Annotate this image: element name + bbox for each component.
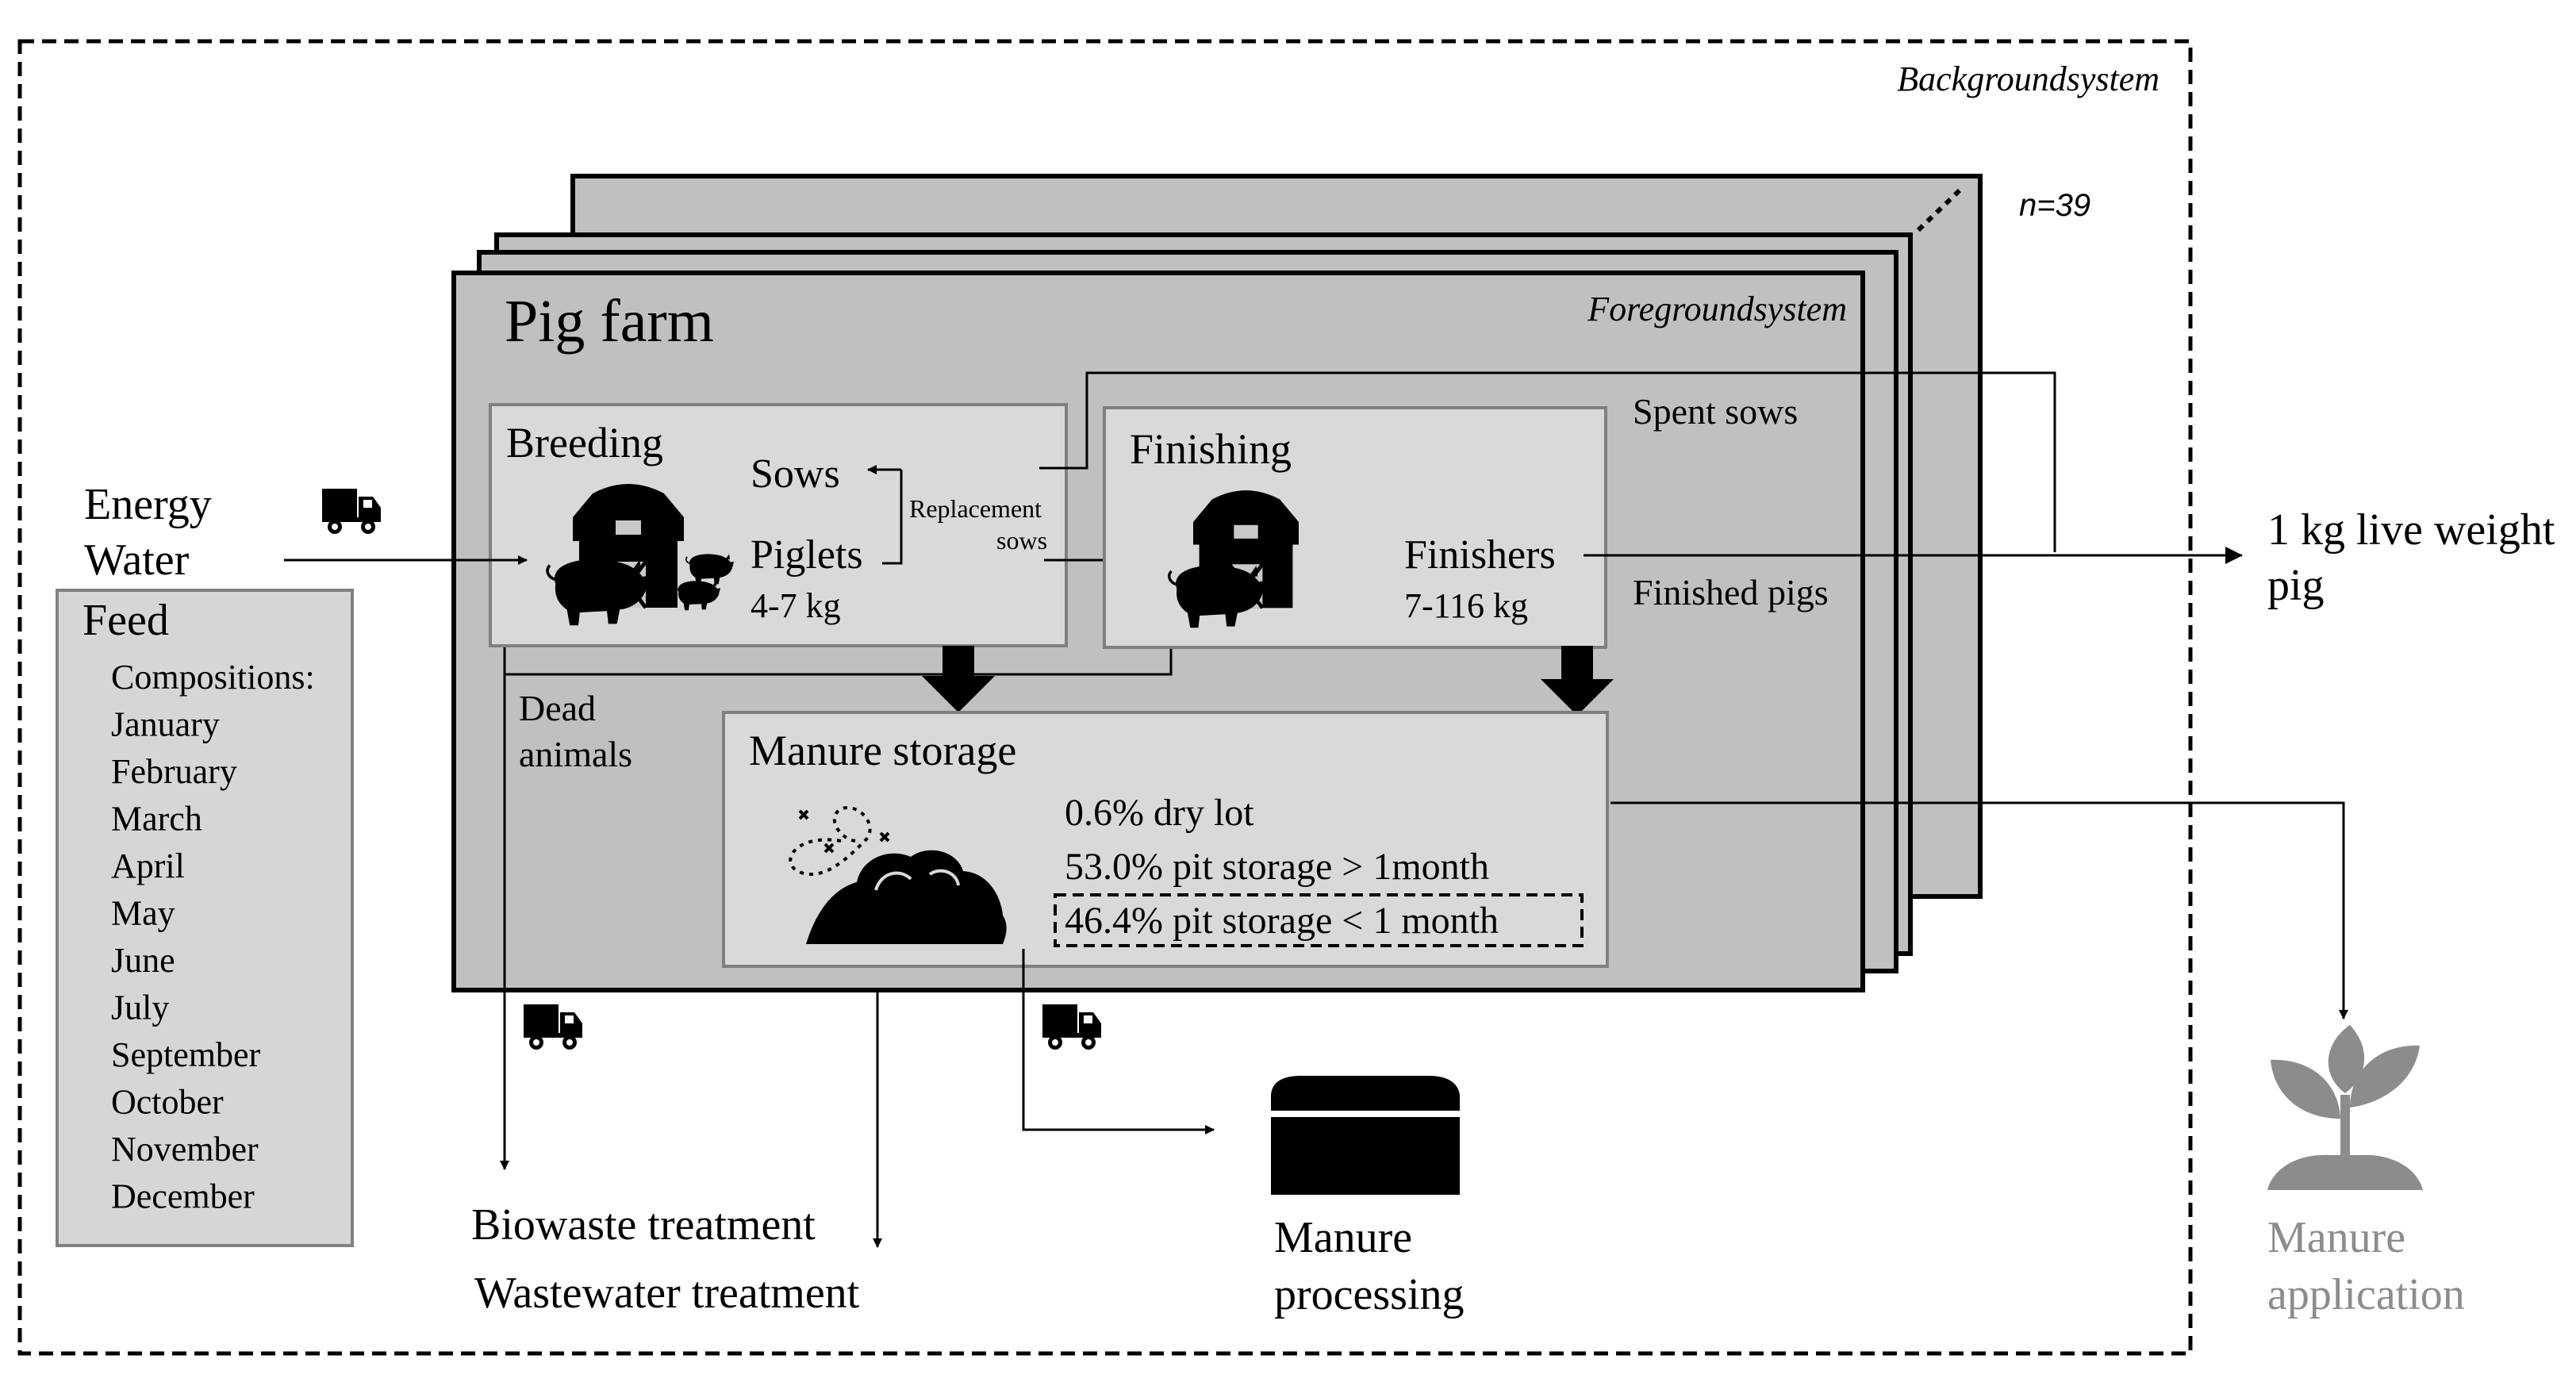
energy-label: Energy bbox=[84, 480, 212, 529]
pit-storage-long-share: 53.0% pit storage > 1month bbox=[1065, 846, 1489, 888]
spent-sows-line bbox=[1039, 371, 2056, 552]
output-label-line2: pig bbox=[2267, 561, 2325, 610]
sows-label: Sows bbox=[751, 451, 840, 497]
finishers-label: Finishers bbox=[1404, 532, 1556, 578]
truck-icon-input bbox=[322, 489, 381, 534]
biowaste-treatment-label: Biowaste treatment bbox=[471, 1200, 816, 1250]
wastewater-treatment-label: Wastewater treatment bbox=[474, 1269, 860, 1318]
replacement-label-1: Replacement bbox=[909, 494, 1042, 523]
finishing-to-manure-arrow bbox=[1541, 646, 1614, 716]
piglets-weight: 4-7 kg bbox=[751, 586, 841, 625]
water-label: Water bbox=[84, 536, 190, 585]
truck-icon-processing bbox=[1042, 1004, 1101, 1050]
feed-composition-list: Compositions: JanuaryFebruaryMarchAprilMa… bbox=[111, 658, 315, 1216]
manure-application-arrow bbox=[1610, 801, 2348, 1019]
feed-composition-item: June bbox=[111, 941, 175, 980]
background-system-label: Backgroundsystem bbox=[1897, 60, 2159, 98]
pit-storage-short-share: 46.4% pit storage < 1 month bbox=[1065, 900, 1499, 942]
dead-animals-label-2: animals bbox=[519, 734, 632, 774]
feed-composition-item: September bbox=[111, 1035, 261, 1074]
manure-processing-label-2: processing bbox=[1274, 1270, 1465, 1319]
dead-animals-label-1: Dead bbox=[519, 688, 596, 728]
manure-processing-label-1: Manure bbox=[1274, 1213, 1412, 1262]
feed-composition-item: February bbox=[111, 752, 237, 791]
manure-application-label-2: application bbox=[2267, 1270, 2465, 1319]
output-label-line1: 1 kg live weight bbox=[2267, 505, 2555, 555]
feed-composition-item: April bbox=[111, 846, 185, 885]
feed-box bbox=[56, 589, 354, 1247]
pig-farm-title: Pig farm bbox=[505, 288, 714, 355]
manure-processing-icon bbox=[1271, 1076, 1460, 1195]
manure-pile-icon bbox=[789, 806, 1007, 944]
manure-storage-title: Manure storage bbox=[749, 727, 1016, 774]
pit-storage-short-highlight bbox=[1054, 893, 1584, 947]
stack-continuation-dots bbox=[1916, 188, 1962, 232]
feed-composition-item: October bbox=[111, 1083, 224, 1122]
manure-processing-arrow bbox=[1022, 949, 1215, 1134]
feed-composition-item: December bbox=[111, 1177, 255, 1216]
finished-pigs-label: Finished pigs bbox=[1633, 572, 1829, 612]
feed-composition-item: November bbox=[111, 1130, 259, 1169]
finishing-title: Finishing bbox=[1130, 425, 1292, 473]
feed-composition-item: May bbox=[111, 894, 175, 933]
finishers-weight: 7-116 kg bbox=[1404, 586, 1528, 625]
breeding-to-manure-arrow bbox=[922, 646, 995, 712]
feed-composition-item: July bbox=[111, 989, 169, 1027]
feed-composition-item: March bbox=[111, 800, 202, 839]
breeding-title: Breeding bbox=[506, 419, 663, 466]
dead-animals-collector-line bbox=[505, 649, 1173, 676]
background-system-boundary bbox=[17, 39, 2193, 1356]
feed-compositions-heading: Compositions: bbox=[111, 658, 315, 697]
spent-sows-label: Spent sows bbox=[1633, 391, 1798, 432]
truck-icon-biowaste bbox=[524, 1004, 582, 1050]
manure-application-label-1: Manure bbox=[2267, 1213, 2405, 1262]
farm-count-label: n=39 bbox=[2019, 188, 2090, 223]
feed-composition-item: January bbox=[111, 705, 220, 744]
piglets-label: Piglets bbox=[751, 532, 863, 578]
dry-lot-share: 0.6% dry lot bbox=[1065, 792, 1254, 834]
finishing-box bbox=[1103, 406, 1607, 649]
feed-title: Feed bbox=[83, 596, 169, 645]
replacement-label-2: sows bbox=[996, 526, 1047, 555]
plant-icon bbox=[2267, 1025, 2423, 1190]
foreground-system-label: Foregroundsystem bbox=[1587, 290, 1847, 328]
piglets-to-replacement-line bbox=[882, 470, 903, 565]
